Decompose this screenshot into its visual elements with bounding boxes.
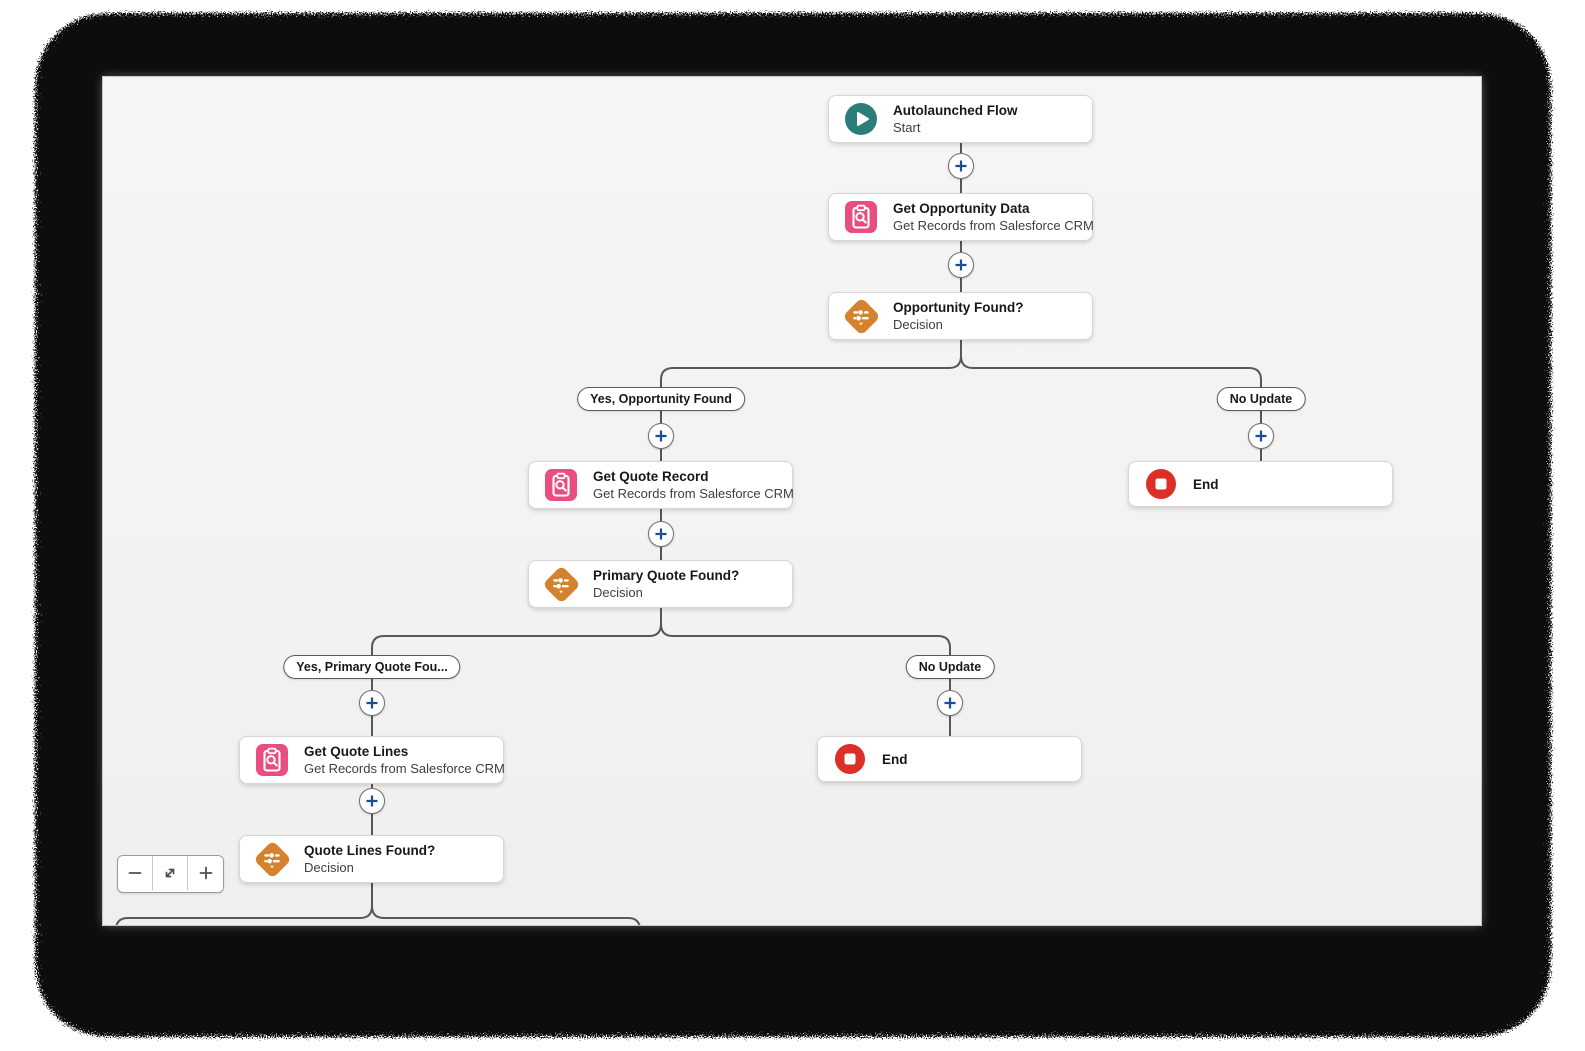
record-lookup-icon [842,198,880,236]
branch-label-no-update-2[interactable]: No Update [905,655,995,679]
node-quote-lines-found-decision[interactable]: Quote Lines Found? Decision [239,835,504,883]
node-title: Autolaunched Flow [893,103,1018,118]
node-subtitle: Decision [893,317,943,332]
node-title: End [882,751,908,767]
node-title: Primary Quote Found? [593,568,740,583]
node-get-opportunity-data[interactable]: Get Opportunity Data Get Records from Sa… [828,193,1094,241]
node-autolaunched-flow-start[interactable]: Autolaunched Flow Start [828,95,1093,143]
node-subtitle: Get Records from Salesforce CRM [893,218,1094,233]
add-element-button[interactable] [948,153,974,179]
expand-button[interactable] [153,856,188,890]
decision-diamond-icon [841,296,881,336]
connector-lines [115,143,1262,925]
end-stop-icon [831,740,869,778]
add-element-button[interactable] [359,690,385,716]
node-subtitle: Decision [304,860,354,875]
node-subtitle: Start [893,120,921,135]
node-primary-quote-found-decision[interactable]: Primary Quote Found? Decision [528,560,793,608]
zoom-controls [117,855,224,893]
add-element-button[interactable] [648,521,674,547]
add-element-button[interactable] [648,423,674,449]
branch-label-no-update-1[interactable]: No Update [1216,387,1306,411]
node-subtitle: Get Records from Salesforce CRM [304,761,505,776]
decision-diamond-icon [252,839,292,879]
branch-label-yes-opportunity-found[interactable]: Yes, Opportunity Found [577,387,745,411]
node-end-1[interactable]: End [1128,461,1393,507]
zoom-out-button[interactable] [118,856,153,890]
record-lookup-icon [542,466,580,504]
expand-icon [165,868,175,878]
plus-icon [199,866,212,880]
end-stop-icon [1142,465,1180,503]
decision-diamond-icon [541,564,581,604]
flow-canvas[interactable]: Autolaunched Flow Start Get Oppo [103,77,1481,925]
play-circle-icon [842,100,880,138]
node-title: End [1193,476,1219,492]
node-title: Get Quote Record [593,469,709,484]
add-element-button[interactable] [359,788,385,814]
record-lookup-icon [253,741,291,779]
node-title: Quote Lines Found? [304,843,436,858]
add-element-button[interactable] [948,252,974,278]
node-get-quote-lines[interactable]: Get Quote Lines Get Records from Salesfo… [239,736,505,784]
node-subtitle: Decision [593,585,643,600]
add-element-button[interactable] [937,690,963,716]
branch-label-yes-primary-quote-found[interactable]: Yes, Primary Quote Fou... [283,655,461,679]
node-opportunity-found-decision[interactable]: Opportunity Found? Decision [828,292,1093,340]
node-get-quote-record[interactable]: Get Quote Record Get Records from Salesf… [528,461,794,509]
node-end-2[interactable]: End [817,736,1082,782]
node-title: Get Quote Lines [304,744,409,759]
node-title: Get Opportunity Data [893,201,1030,216]
zoom-in-button[interactable] [188,856,223,890]
add-element-button[interactable] [1248,423,1274,449]
minus-icon [128,872,142,874]
node-subtitle: Get Records from Salesforce CRM [593,486,794,501]
node-title: Opportunity Found? [893,300,1024,315]
